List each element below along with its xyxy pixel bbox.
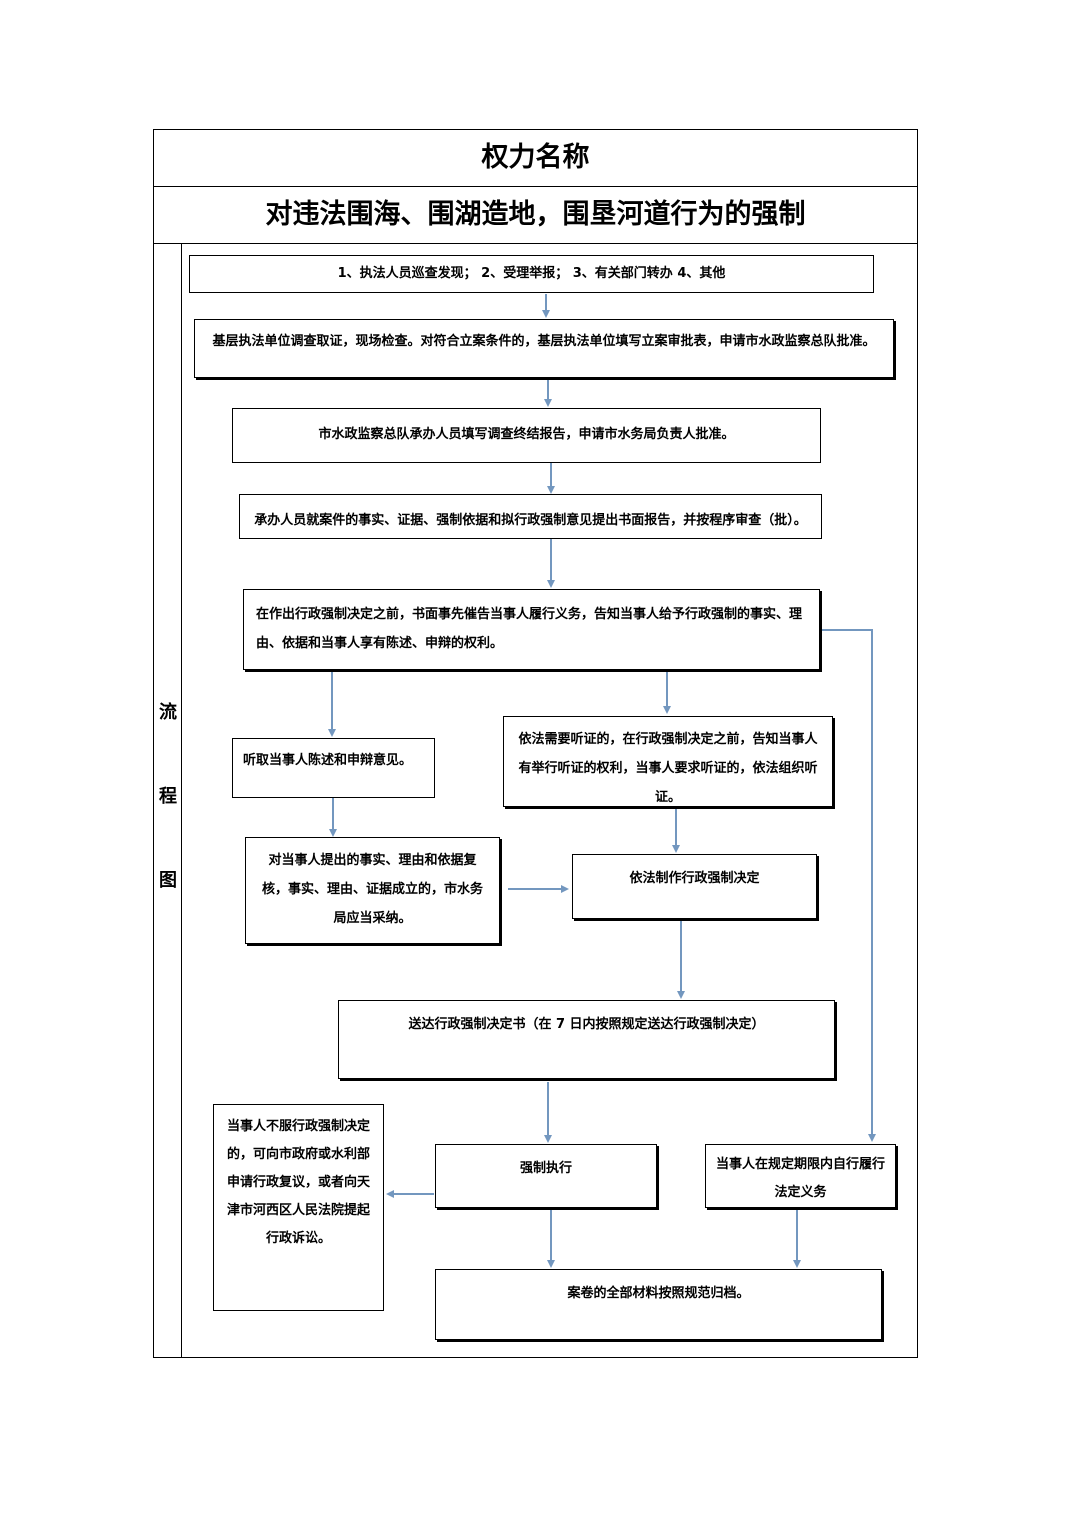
divider-subtitle <box>153 243 918 244</box>
flow-step-review: 对当事人提出的事实、理由和依据复核，事实、理由、证据成立的，市水务局应当采纳。 <box>245 837 500 944</box>
flow-step-decision: 依法制作行政强制决定 <box>572 854 817 919</box>
flow-step-decision-text: 依法制作行政强制决定 <box>629 871 760 886</box>
flow-step-enforce: 强制执行 <box>435 1144 657 1208</box>
flow-step-review-text: 对当事人提出的事实、理由和依据复核，事实、理由、证据成立的，市水务局应当采纳。 <box>261 853 483 926</box>
flow-step-archive-text: 案卷的全部材料按照规范归档。 <box>567 1286 750 1301</box>
flow-step-final-report: 市水政监察总队承办人员填写调查终结报告，申请市水务局负责人批准。 <box>232 408 821 463</box>
side-label-char-2: 程 <box>159 786 177 807</box>
flow-step-investigation: 基层执法单位调查取证，现场检查。对符合立案条件的，基层执法单位填写立案审批表，申… <box>194 319 894 378</box>
divider-title <box>153 186 918 187</box>
flow-step-hear-statement: 听取当事人陈述和申辩意见。 <box>232 738 435 798</box>
flow-step-discovery-text: 1、执法人员巡查发现； 2、受理举报； 3、有关部门转办 4、其他 <box>337 266 726 281</box>
flow-step-enforce-text: 强制执行 <box>519 1161 572 1176</box>
flow-step-notice-text: 在作出行政强制决定之前，书面事先催告当事人履行义务，告知当事人给予行政强制的事实… <box>256 607 803 651</box>
flow-step-hear-statement-text: 听取当事人陈述和申辩意见。 <box>243 753 413 768</box>
flow-step-investigation-text: 基层执法单位调查取证，现场检查。对符合立案条件的，基层执法单位填写立案审批表，申… <box>212 334 876 349</box>
side-label-char-1: 流 <box>159 702 177 723</box>
flow-step-written-report: 承办人员就案件的事实、证据、强制依据和拟行政强制意见提出书面报告，并按程序审查（… <box>239 494 822 539</box>
flow-step-hearing: 依法需要听证的，在行政强制决定之前，告知当事人有举行听证的权利，当事人要求听证的… <box>503 716 833 807</box>
flow-step-notice: 在作出行政强制决定之前，书面事先催告当事人履行义务，告知当事人给予行政强制的事实… <box>243 589 820 670</box>
flow-step-appeal-text: 当事人不服行政强制决定的，可向市政府或水利部申请行政复议，或者向天津市河西区人民… <box>226 1119 370 1246</box>
divider-side <box>181 243 182 1358</box>
flow-step-final-report-text: 市水政监察总队承办人员填写调查终结报告，申请市水务局负责人批准。 <box>318 427 735 442</box>
power-name: 对违法围海、围湖造地，围垦河道行为的强制 <box>265 199 806 230</box>
flow-step-written-report-text: 承办人员就案件的事实、证据、强制依据和拟行政强制意见提出书面报告，并按程序审查（… <box>254 513 807 528</box>
flow-step-discovery: 1、执法人员巡查发现； 2、受理举报； 3、有关部门转办 4、其他 <box>189 255 874 293</box>
side-label-char-3: 图 <box>159 870 177 891</box>
flow-step-delivery: 送达行政强制决定书（在 7 日内按照规定送达行政强制决定） <box>338 1000 835 1079</box>
page-title: 权力名称 <box>481 142 590 173</box>
flow-step-self-perform: 当事人在规定期限内自行履行法定义务 <box>705 1144 896 1208</box>
flow-step-archive: 案卷的全部材料按照规范归档。 <box>435 1269 882 1340</box>
flow-step-self-perform-text: 当事人在规定期限内自行履行法定义务 <box>715 1157 885 1200</box>
flow-step-appeal: 当事人不服行政强制决定的，可向市政府或水利部申请行政复议，或者向天津市河西区人民… <box>213 1104 384 1311</box>
flow-step-delivery-text: 送达行政强制决定书（在 7 日内按照规定送达行政强制决定） <box>408 1017 765 1032</box>
flow-step-hearing-text: 依法需要听证的，在行政强制决定之前，告知当事人有举行听证的权利，当事人要求听证的… <box>518 732 818 805</box>
arrow-icon <box>821 629 876 1142</box>
table-frame <box>153 129 918 1358</box>
